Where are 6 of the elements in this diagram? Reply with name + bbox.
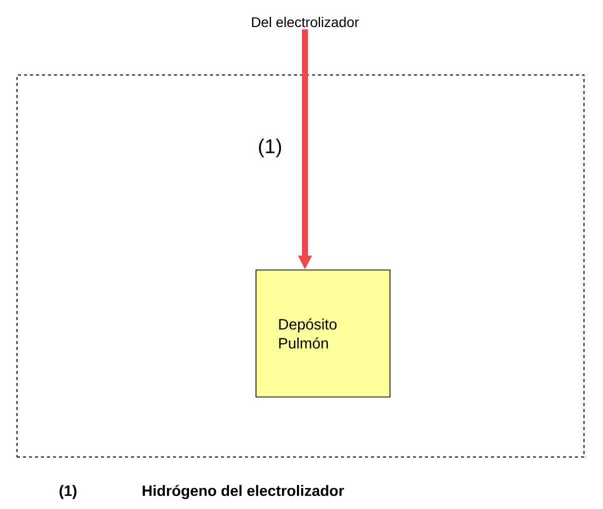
key-text: (1): [60, 485, 76, 499]
edge-label: (1): [259, 138, 281, 158]
tank-box: Depósito Pulmón: [256, 270, 390, 398]
dashed-boundary: [16, 74, 584, 458]
source-label: Del electrolizador: [252, 16, 359, 28]
key-text: Hidrógeno del electrolizador: [142, 484, 344, 500]
